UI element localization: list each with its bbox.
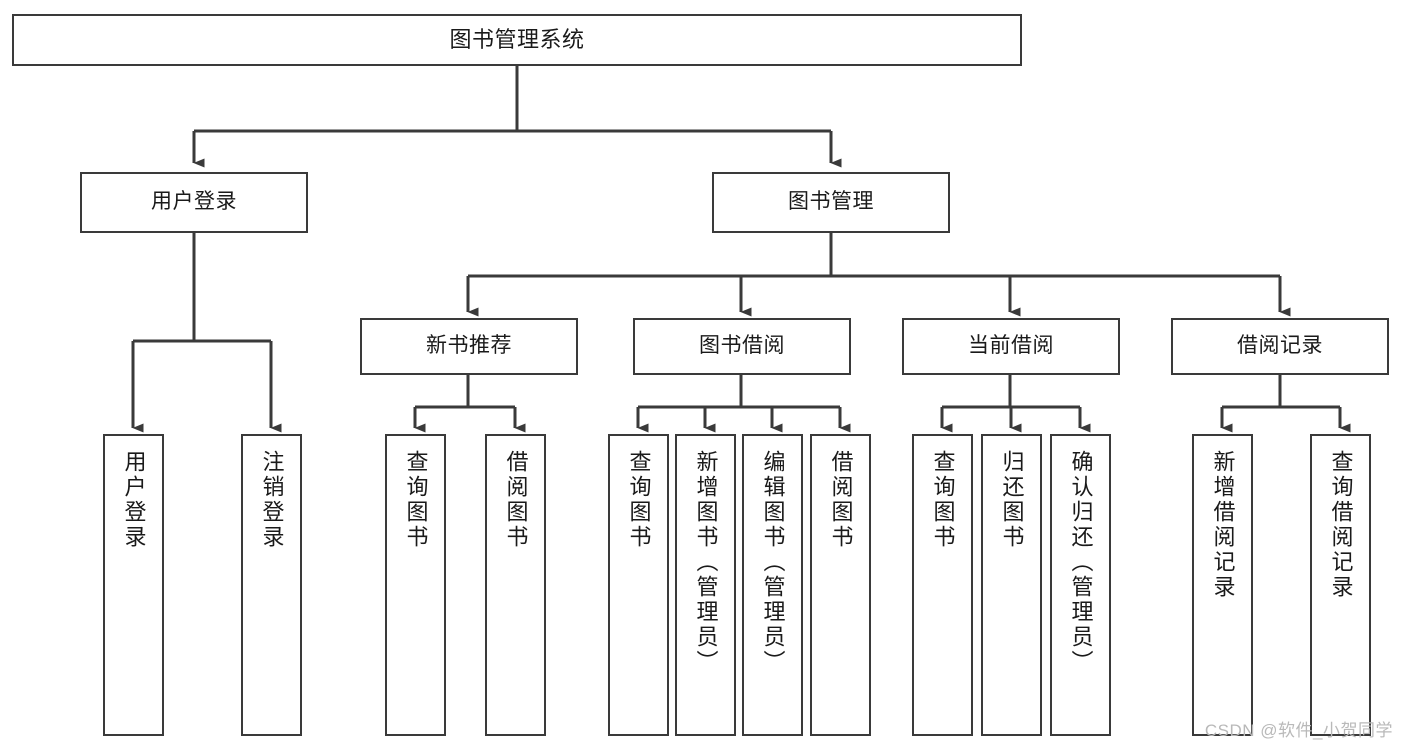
node-leaf-add-book[interactable]: 新增图书（管理员） [675,434,736,736]
node-user-login-label: 用户登录 [151,190,237,214]
node-new-book-recommend[interactable]: 新书推荐 [360,318,578,375]
csdn-watermark: CSDN @软件_小贺同学 [1204,721,1393,740]
node-leaf-query-book-2[interactable]: 查询图书 [608,434,669,736]
node-current-borrow-label: 当前借阅 [968,334,1054,358]
node-leaf-return-book-label: 归还图书 [999,450,1025,550]
node-leaf-borrow-book-2-label: 借阅图书 [828,450,854,550]
node-borrow-record-label: 借阅记录 [1237,334,1323,358]
node-leaf-query-book-3-label: 查询图书 [930,450,956,550]
node-leaf-borrow-book-1[interactable]: 借阅图书 [485,434,546,736]
node-leaf-add-record[interactable]: 新增借阅记录 [1192,434,1253,736]
node-leaf-borrow-book-2[interactable]: 借阅图书 [810,434,871,736]
node-leaf-edit-book[interactable]: 编辑图书（管理员） [742,434,803,736]
node-leaf-logout-login-label: 注销登录 [259,450,285,550]
node-leaf-return-book[interactable]: 归还图书 [981,434,1042,736]
node-user-login[interactable]: 用户登录 [80,172,308,233]
node-leaf-confirm-return[interactable]: 确认归还（管理员） [1050,434,1111,736]
node-leaf-query-book-1-label: 查询图书 [403,450,429,550]
node-leaf-borrow-book-1-label: 借阅图书 [503,450,529,550]
node-leaf-query-record[interactable]: 查询借阅记录 [1310,434,1371,736]
node-book-borrow[interactable]: 图书借阅 [633,318,851,375]
node-root-system-label: 图书管理系统 [449,27,585,53]
node-leaf-add-book-label: 新增图书（管理员） [693,450,719,675]
node-borrow-record[interactable]: 借阅记录 [1171,318,1389,375]
node-leaf-logout-login[interactable]: 注销登录 [241,434,302,736]
node-leaf-add-record-label: 新增借阅记录 [1210,450,1236,600]
node-leaf-confirm-return-label: 确认归还（管理员） [1068,450,1094,675]
node-book-borrow-label: 图书借阅 [699,334,785,358]
node-new-book-recommend-label: 新书推荐 [426,334,512,358]
node-leaf-user-login[interactable]: 用户登录 [103,434,164,736]
node-leaf-query-record-label: 查询借阅记录 [1328,450,1354,600]
node-current-borrow[interactable]: 当前借阅 [902,318,1120,375]
node-leaf-edit-book-label: 编辑图书（管理员） [760,450,786,675]
node-book-management[interactable]: 图书管理 [712,172,950,233]
node-leaf-query-book-1[interactable]: 查询图书 [385,434,446,736]
node-root-system[interactable]: 图书管理系统 [12,14,1022,66]
node-book-management-label: 图书管理 [788,190,874,214]
node-leaf-query-book-3[interactable]: 查询图书 [912,434,973,736]
node-leaf-user-login-label: 用户登录 [121,450,147,550]
node-leaf-query-book-2-label: 查询图书 [626,450,652,550]
